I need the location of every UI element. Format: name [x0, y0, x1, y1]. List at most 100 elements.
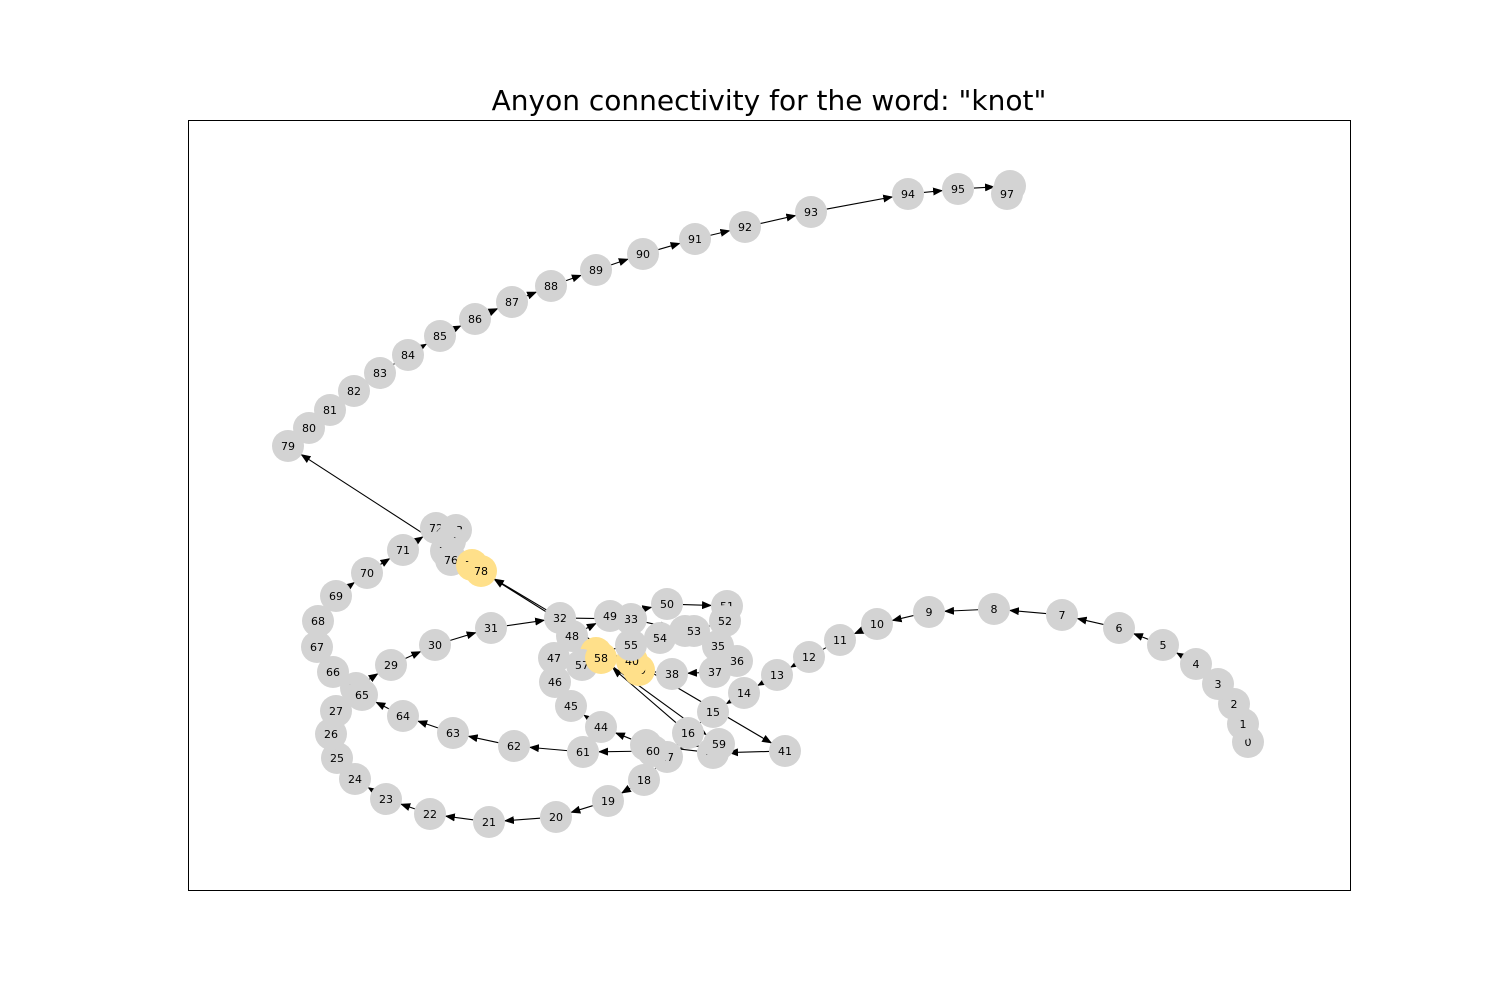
node-label: 12: [802, 651, 816, 664]
node-circle: [699, 656, 731, 688]
node-label: 85: [433, 330, 447, 343]
node-label: 60: [646, 745, 660, 758]
edge-93-94: [826, 194, 894, 210]
node-81: 81: [314, 394, 346, 426]
edge-28-29: [367, 673, 379, 683]
node-circle: [729, 211, 761, 243]
edge-71-72: [412, 536, 424, 546]
node-label: 20: [549, 811, 563, 824]
node-circle: [539, 666, 571, 698]
node-label: 48: [565, 630, 579, 643]
edge-5-6: [1132, 633, 1149, 641]
node-label: 81: [323, 404, 337, 417]
node-25: 25: [321, 742, 353, 774]
node-label: 22: [423, 808, 437, 821]
node-label: 38: [665, 668, 679, 681]
node-label: 58: [594, 652, 608, 665]
node-label: 46: [548, 676, 562, 689]
node-label: 44: [594, 721, 608, 734]
node-label: 25: [330, 752, 344, 765]
edge-92-93: [760, 213, 797, 224]
node-85: 85: [424, 320, 456, 352]
node-circle: [585, 642, 617, 674]
node-45: 45: [555, 690, 587, 722]
node-47: 47: [538, 642, 570, 674]
node-89: 89: [580, 254, 612, 286]
node-circle: [861, 608, 893, 640]
edge-43-44: [614, 732, 632, 740]
node-label: 97: [1000, 188, 1014, 201]
node-circle: [1046, 599, 1078, 631]
node-label: 93: [804, 206, 818, 219]
edge-9-10: [891, 614, 914, 623]
edge-61-62: [528, 744, 568, 753]
node-label: 86: [468, 313, 482, 326]
node-48: 48: [556, 620, 588, 652]
edge-60-61: [597, 747, 638, 756]
node-circle: [338, 375, 370, 407]
edge-83-84: [393, 363, 395, 365]
node-12: 12: [793, 641, 825, 673]
node-circle: [627, 238, 659, 270]
node-label: 3: [1215, 678, 1222, 691]
node-label: 57: [575, 659, 589, 672]
edge-87-88: [526, 291, 538, 300]
node-78: 78: [465, 555, 497, 587]
node-circle: [1147, 629, 1179, 661]
node-55: 55: [615, 629, 647, 661]
node-label: 64: [396, 710, 410, 723]
node-label: 94: [901, 188, 915, 201]
node-label: 31: [484, 622, 498, 635]
edge-20-21: [503, 816, 541, 825]
node-circle: [703, 728, 735, 760]
node-15: 15: [697, 696, 729, 728]
node-52: 52: [709, 605, 741, 637]
edge-10-11: [853, 626, 865, 635]
node-label: 36: [730, 655, 744, 668]
node-circle: [585, 711, 617, 743]
node-label: 14: [737, 687, 751, 700]
node-54: 54: [644, 622, 676, 654]
edges-layer: [296, 178, 1248, 825]
edge-23-24: [367, 787, 379, 796]
node-circle: [535, 270, 567, 302]
node-label: 67: [310, 641, 324, 654]
node-label: 16: [681, 727, 695, 740]
node-label: 11: [833, 634, 847, 647]
node-circle: [913, 596, 945, 628]
node-circle: [459, 303, 491, 335]
edge-94-95: [923, 187, 944, 196]
node-label: 6: [1116, 622, 1123, 635]
node-circle: [293, 412, 325, 444]
node-93: 93: [795, 196, 827, 228]
node-41: 41: [769, 735, 801, 767]
node-circle: [795, 196, 827, 228]
node-circle: [370, 783, 402, 815]
node-label: 35: [711, 640, 725, 653]
edge-50-51: [682, 601, 713, 610]
node-label: 91: [688, 233, 702, 246]
node-19: 19: [592, 785, 624, 817]
node-29: 29: [375, 649, 407, 681]
node-49: 49: [594, 600, 626, 632]
node-circle: [321, 742, 353, 774]
node-circle: [437, 717, 469, 749]
node-16: 16: [672, 717, 704, 749]
edge-95-96: [973, 183, 996, 192]
edge-90-91: [658, 242, 681, 251]
node-circle: [498, 730, 530, 762]
node-label: 80: [302, 422, 316, 435]
node-11: 11: [824, 624, 856, 656]
node-27: 27: [320, 695, 352, 727]
node-circle: [346, 679, 378, 711]
node-label: 4: [1193, 658, 1200, 671]
node-label: 55: [624, 639, 638, 652]
edge-6-7: [1076, 616, 1104, 625]
node-79: 79: [272, 430, 304, 462]
node-circle: [644, 622, 676, 654]
edge-85-86: [450, 325, 462, 334]
node-80: 80: [293, 412, 325, 444]
node-87: 87: [496, 286, 528, 318]
edge-48-49: [585, 622, 597, 632]
node-label: 59: [712, 738, 726, 751]
